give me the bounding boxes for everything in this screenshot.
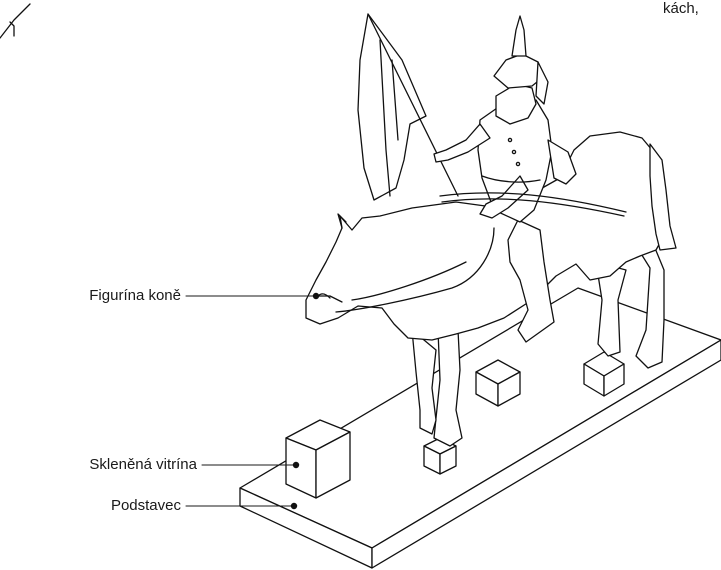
flag [358,14,458,200]
label-glass-case: Skleněná vitrína [18,456,197,474]
corner-text: kách, [663,0,699,18]
corner-fragment [0,4,30,38]
label-pedestal: Podstavec [60,497,181,515]
label-horse-figure: Figurína koně [22,287,181,305]
